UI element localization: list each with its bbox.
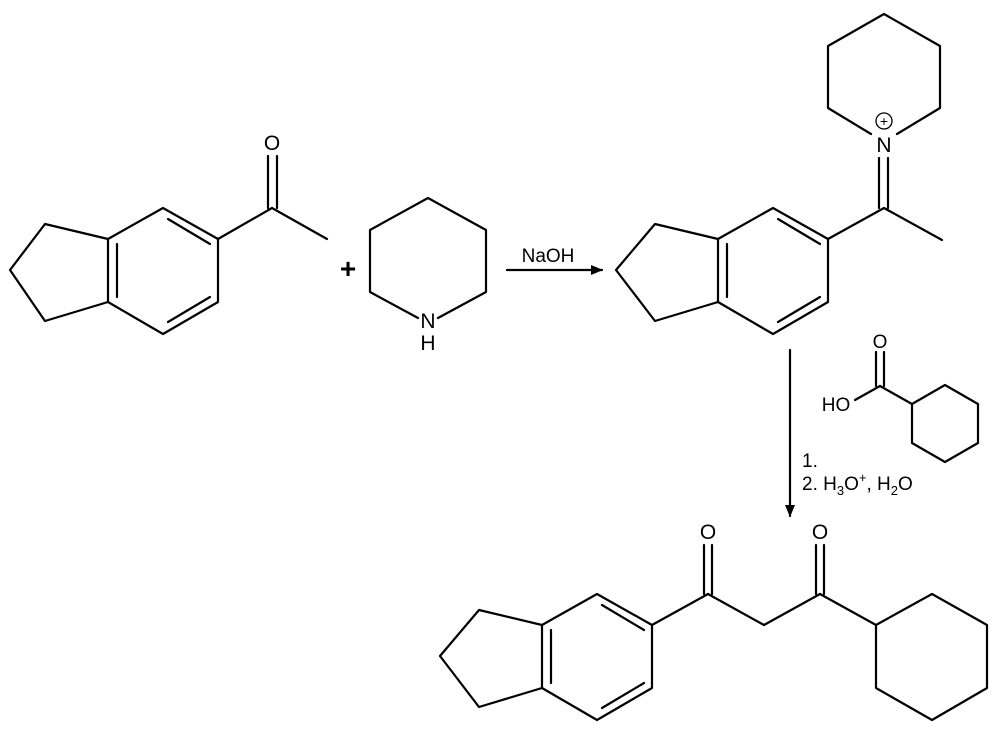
product-diketone: O O — [438, 521, 989, 722]
amine-nitrogen-label: N — [420, 310, 435, 333]
reagent-conditions: 1. 2. H3O+, H2O — [802, 451, 913, 498]
reagent-cyclohexanecarboxylic-acid: O HO — [822, 332, 980, 464]
acid-hydroxyl-label: HO — [822, 395, 851, 416]
ketone-oxygen-1-label: O — [700, 521, 716, 544]
step-2-line-2: 2. H3O+, H2O — [802, 470, 913, 498]
reagent-naoh: NaOH — [522, 246, 575, 267]
step-2-line-1: 1. — [802, 451, 818, 472]
positive-charge-sign: + — [880, 113, 888, 129]
acid-carbonyl-oxygen-label: O — [873, 332, 888, 353]
plus-sign: + — [340, 253, 356, 284]
reaction-arrow-1: NaOH — [505, 246, 604, 275]
carbonyl-oxygen-label: O — [264, 132, 280, 155]
amine-hydrogen-label: H — [420, 332, 435, 355]
reactant-acetylindane: O — [8, 132, 329, 336]
reactant-piperidine: N H — [368, 196, 488, 355]
ketone-oxygen-2-label: O — [812, 521, 828, 544]
iminium-nitrogen-label: N — [876, 134, 891, 157]
intermediate-iminium: N + — [614, 12, 944, 336]
